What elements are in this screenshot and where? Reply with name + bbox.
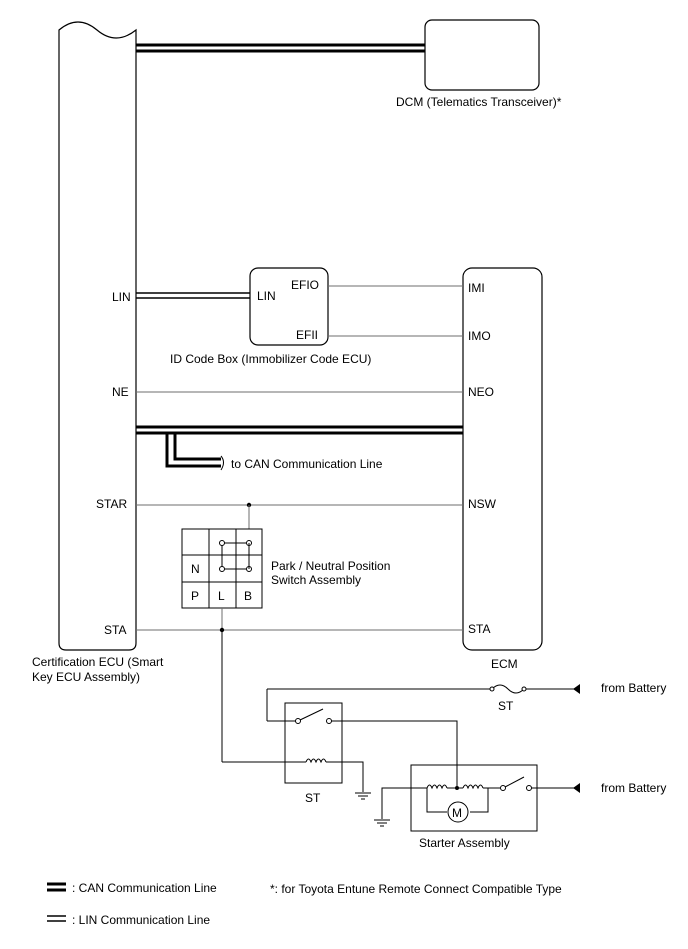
ground-icon-starter xyxy=(374,819,390,827)
pin-cert-sta: STA xyxy=(104,623,126,637)
pnp-switch xyxy=(181,528,263,609)
id-code-box xyxy=(249,267,329,346)
wire-starter-ground xyxy=(381,787,427,819)
wire-relay-to-starter xyxy=(331,720,458,788)
can-line-dest-label: to CAN Communication Line xyxy=(231,457,383,471)
starter-label: Starter Assembly xyxy=(419,836,510,850)
dcm-label: DCM (Telematics Transceiver)* xyxy=(396,95,562,109)
ecm-label: ECM xyxy=(491,657,518,671)
can-line-dcm xyxy=(136,43,425,53)
starter-motor-label: M xyxy=(452,806,462,820)
certification-ecu xyxy=(58,21,137,651)
st-fuse-label: ST xyxy=(498,699,514,713)
pin-idbox-efio: EFIO xyxy=(291,278,319,292)
pin-ecm-imi: IMI xyxy=(468,281,485,295)
wire-relay-coil-ground xyxy=(342,761,364,792)
cert-ecu-label-2: Key ECU Assembly) xyxy=(32,670,140,684)
st-fuse-circuit xyxy=(266,684,580,722)
switch-pos-p: P xyxy=(191,589,199,603)
from-battery-1: from Battery xyxy=(601,681,666,695)
can-bus xyxy=(136,425,463,471)
lin-line xyxy=(136,292,250,299)
pin-idbox-lin: LIN xyxy=(257,289,276,303)
st-relay xyxy=(284,702,343,784)
fuse-terminal-left xyxy=(489,686,495,692)
ground-icon xyxy=(355,792,371,800)
st-relay-label: ST xyxy=(305,791,321,805)
pin-cert-ne: NE xyxy=(112,385,129,399)
legend-lin: : LIN Communication Line xyxy=(72,913,210,927)
pin-cert-lin: LIN xyxy=(112,290,131,304)
pin-idbox-efii: EFII xyxy=(296,328,318,342)
legend-lin-symbol xyxy=(47,915,66,922)
legend-can: : CAN Communication Line xyxy=(72,881,217,895)
pnp-switch-label-2: Switch Assembly xyxy=(271,573,361,587)
starter-assembly xyxy=(410,764,538,832)
pin-ecm-neo: NEO xyxy=(468,385,494,399)
pnp-switch-label-1: Park / Neutral Position xyxy=(271,559,390,573)
footnote: *: for Toyota Entune Remote Connect Comp… xyxy=(270,882,562,896)
pin-cert-star: STAR xyxy=(96,497,127,511)
arrow-battery-2 xyxy=(573,783,580,793)
dcm xyxy=(424,19,540,91)
fuse-terminal-right xyxy=(521,686,527,692)
pin-ecm-nsw: NSW xyxy=(468,497,497,511)
ecm xyxy=(462,267,543,651)
pin-ecm-imo: IMO xyxy=(468,329,491,343)
switch-pos-b: B xyxy=(244,589,252,603)
cert-ecu-label-1: Certification ECU (Smart xyxy=(32,655,164,669)
legend-can-symbol xyxy=(47,882,66,892)
switch-pos-l: L xyxy=(218,589,225,603)
id-code-box-label: ID Code Box (Immobilizer Code ECU) xyxy=(170,352,371,366)
from-battery-2: from Battery xyxy=(601,781,666,795)
switch-pos-n: N xyxy=(191,562,200,576)
pin-ecm-sta: STA xyxy=(468,622,490,636)
